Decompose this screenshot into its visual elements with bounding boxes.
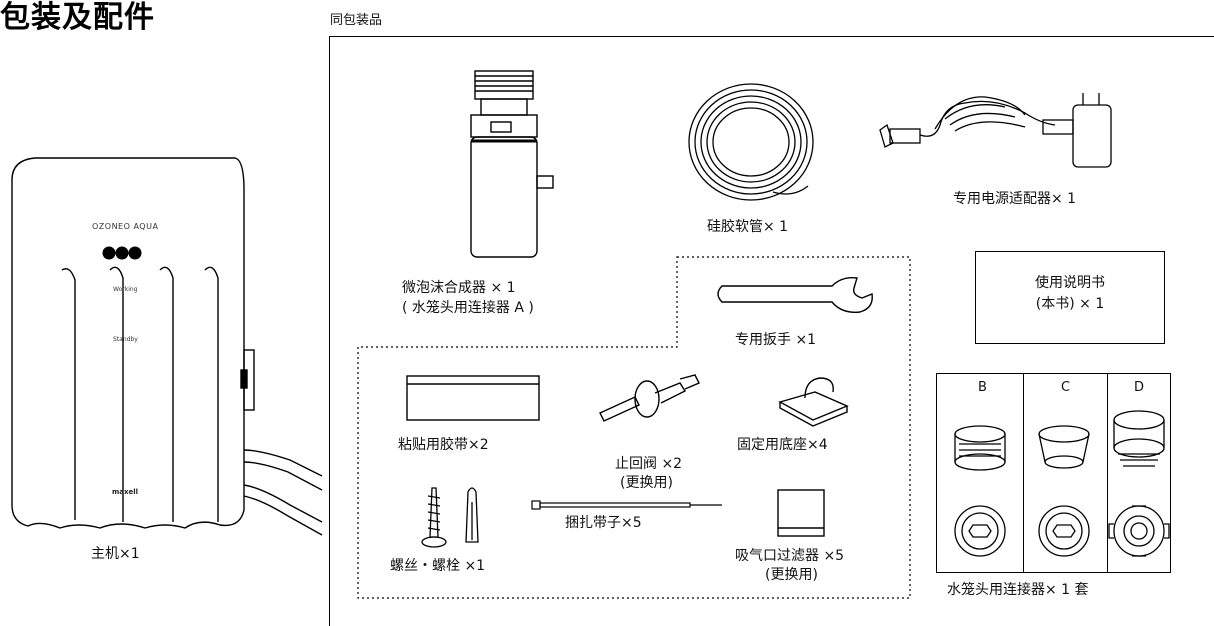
content-frame [329, 36, 1214, 626]
tape-label: 粘贴用胶带×2 [398, 437, 489, 453]
page-title: 包装及配件 [0, 0, 155, 35]
foam-generator-label-1: 微泡沫合成器 × 1 [402, 280, 516, 296]
fixing-base-illustration [778, 377, 849, 427]
check-valve-illustration [599, 374, 700, 422]
section-label: 同包装品 [330, 13, 383, 28]
connector-illustrations [954, 410, 1170, 557]
check-valve-label-2: (更换用) [620, 475, 673, 491]
connector-d-letter: D [1134, 380, 1145, 395]
filter-illustration [777, 489, 825, 537]
foam-generator-illustration [470, 70, 554, 258]
manual-label-2: (本书) × 1 [1035, 296, 1105, 312]
main-unit-label: 主机×1 [91, 546, 140, 562]
standby-label: Standby [113, 336, 138, 343]
tape-illustration [406, 375, 540, 421]
hose-label: 硅胶软管× 1 [707, 219, 789, 235]
wrench-illustration [717, 276, 873, 313]
filter-label-2: (更换用) [765, 567, 818, 583]
manual-label-1: 使用说明书 [1035, 275, 1105, 291]
cable-tie-illustration [531, 500, 722, 510]
working-label: Working [113, 286, 138, 293]
maker-logo: maxell [112, 488, 139, 496]
screws-label: 螺丝・螺栓 ×1 [390, 558, 486, 574]
adapter-label: 专用电源适配器× 1 [953, 191, 1077, 207]
connector-divider [1107, 374, 1108, 572]
foam-generator-label-2: ( 水笼头用连接器 A ) [402, 300, 534, 316]
connector-box: B C D [936, 373, 1171, 573]
connector-c-letter: C [1061, 380, 1071, 395]
screws-illustration [421, 487, 479, 548]
power-adapter-illustration [879, 93, 1112, 168]
main-unit-illustration [11, 157, 323, 536]
filter-label-1: 吸气口过滤器 ×5 [735, 548, 845, 564]
connector-set-label: 水笼头用连接器× 1 套 [947, 582, 1089, 598]
connector-divider [1023, 374, 1024, 572]
brand-text: OZONEO AQUA [92, 222, 159, 231]
manual-box: 使用说明书 (本书) × 1 [975, 251, 1165, 344]
wrench-label: 专用扳手 ×1 [735, 332, 817, 348]
connector-b-letter: B [978, 380, 987, 395]
hose-illustration [688, 83, 814, 201]
cable-tie-label: 捆扎带子×5 [565, 515, 642, 531]
fixing-base-label: 固定用底座×4 [737, 437, 828, 453]
check-valve-label-1: 止回阀 ×2 [615, 456, 683, 472]
